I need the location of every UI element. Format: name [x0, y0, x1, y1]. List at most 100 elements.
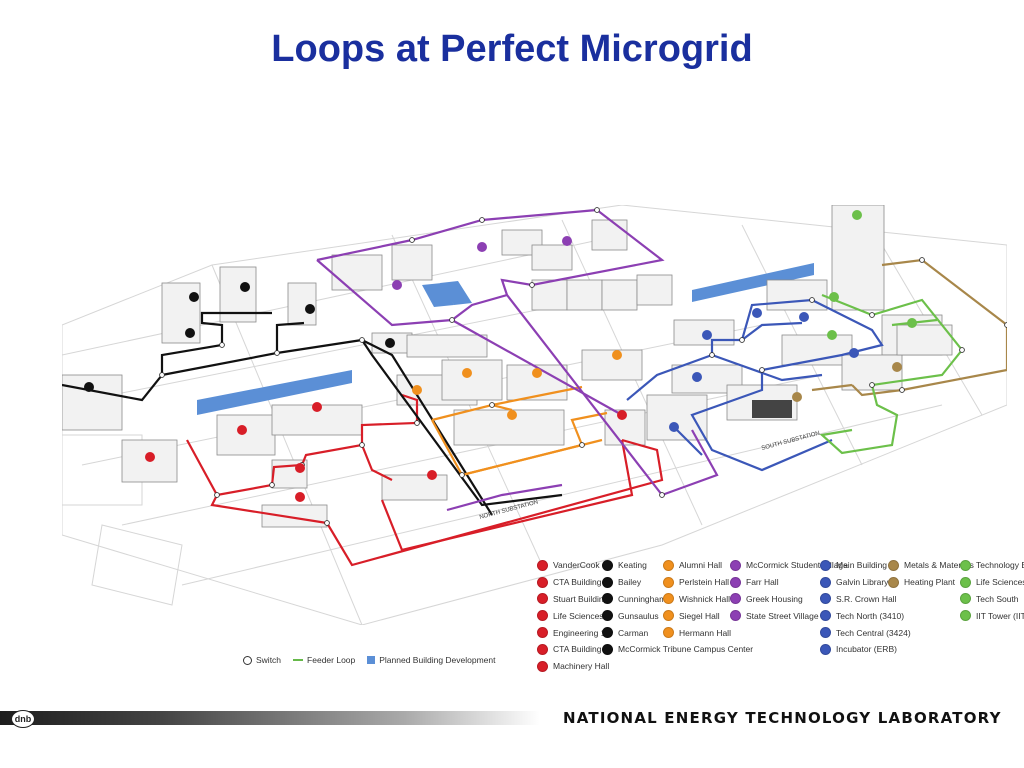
- legend-marker-icon: [663, 627, 674, 639]
- switch-legend-item: Switch: [243, 655, 281, 665]
- legend-marker-icon: [820, 593, 831, 605]
- building-markers: [84, 210, 917, 502]
- legend-marker-icon: [602, 576, 613, 588]
- legend-marker-icon: [960, 593, 971, 605]
- feeder-line-icon: [293, 659, 304, 661]
- legend-label: Life Sciences: [553, 610, 604, 621]
- legend-marker-icon: [602, 559, 613, 571]
- legend-marker-icon: [820, 643, 831, 655]
- legend-marker-icon: [537, 576, 548, 588]
- legend-marker-icon: [663, 610, 674, 622]
- footer-organization: NATIONAL ENERGY TECHNOLOGY LABORATORY: [563, 709, 1002, 727]
- legend-label: Alumni Hall: [679, 560, 722, 571]
- legend-marker-icon: [820, 627, 831, 639]
- legend-label: Machinery Hall: [553, 661, 610, 672]
- legend-label: Metals & Materials: [904, 560, 974, 571]
- legend-item: VanderCook: [537, 557, 609, 574]
- legend-marker-icon: [537, 627, 548, 639]
- legend-marker-icon: [820, 610, 831, 622]
- legend-item: McCormick Tribune Campus Center: [602, 641, 753, 658]
- page-title: Loops at Perfect Microgrid: [271, 28, 753, 70]
- legend-marker-icon: [537, 593, 548, 605]
- planned-buildings: [197, 263, 814, 415]
- campus-microgrid-map: NORTH SUBSTATION SOUTH SUBSTATION: [62, 205, 1007, 625]
- legend-label: Technology B: [976, 560, 1024, 571]
- legend-label: Heating Plant: [904, 577, 956, 588]
- legend-marker-icon: [537, 643, 548, 655]
- legend-marker-icon: [960, 576, 971, 588]
- legend-marker-icon: [730, 610, 741, 622]
- legend-label: VanderCook: [553, 560, 600, 571]
- legend-item: Wishnick Hall: [663, 591, 731, 608]
- planned-legend-label: Planned Building Development: [379, 655, 496, 665]
- legend-marker-icon: [730, 593, 741, 605]
- legend-item: Life Sciences: [960, 574, 1024, 591]
- legend-item: Technology B: [960, 557, 1024, 574]
- legend-label: Gunsaulus: [618, 610, 659, 621]
- legend-label: Siegel Hall: [679, 610, 720, 621]
- legend-marker-icon: [602, 643, 613, 655]
- legend-label: Cunningham: [618, 593, 667, 604]
- planned-legend-item: Planned Building Development: [367, 655, 496, 665]
- legend-item: Tech Central (3424): [820, 624, 911, 641]
- legend-item: Hermann Hall: [663, 624, 731, 641]
- legend-marker-icon: [888, 559, 899, 571]
- legend-label: Incubator (ERB): [836, 644, 897, 655]
- legend-label: CTA Building 1: [553, 577, 609, 588]
- legend-marker-icon: [820, 559, 831, 571]
- switch-symbol-icon: [243, 655, 252, 665]
- planned-building-icon: [367, 656, 376, 664]
- legend-label: Engineering 1: [553, 627, 606, 638]
- switch-legend-label: Switch: [256, 655, 282, 665]
- legend-item: Keating: [602, 557, 753, 574]
- legend-item: Bailey: [602, 574, 753, 591]
- legend-item: IIT Tower (IIT: [960, 607, 1024, 624]
- purple-feeder-loop: [316, 208, 719, 512]
- legend-marker-icon: [888, 576, 899, 588]
- legend-item: Main Building: [820, 557, 911, 574]
- legend-label: Tech Central (3424): [836, 627, 911, 638]
- legend-item: Alumni Hall: [663, 557, 731, 574]
- symbol-legend: Switch Feeder Loop Planned Building Deve…: [243, 655, 496, 665]
- legend-label: IIT Tower (IIT: [976, 610, 1024, 621]
- legend-label: McCormick Tribune Campus Center: [618, 644, 754, 655]
- legend-item: Machinery Hall: [537, 658, 609, 675]
- legend-item: Stuart Building: [537, 591, 609, 608]
- legend-marker-icon: [663, 559, 674, 571]
- legend-marker-icon: [960, 610, 971, 622]
- campus-buildings: [62, 205, 953, 528]
- legend-item: Carman: [602, 624, 753, 641]
- legend-marker-icon: [663, 576, 674, 588]
- legend-item: Cunningham: [602, 591, 753, 608]
- legend-item: CTA Building 1: [537, 574, 609, 591]
- footer-bar: [0, 711, 540, 725]
- legend-item: McCormick Student Village: [730, 557, 848, 574]
- legend-item: Incubator (ERB): [820, 641, 911, 658]
- legend-marker-icon: [663, 593, 674, 605]
- legend-label: Farr Hall: [746, 577, 779, 588]
- legend-label: Tech South: [976, 593, 1019, 604]
- feeder-legend-item: Feeder Loop: [293, 655, 355, 665]
- legend-label: Carman: [618, 627, 649, 638]
- switch-nodes: [159, 207, 1007, 526]
- legend-item: Heating Plant: [888, 574, 974, 591]
- feeder-legend-label: Feeder Loop: [307, 655, 356, 665]
- legend-item: Siegel Hall: [663, 607, 731, 624]
- legend-label: McCormick Student Village: [746, 560, 848, 571]
- legend-marker-icon: [602, 627, 613, 639]
- legend-marker-icon: [602, 593, 613, 605]
- legend-label: Main Building: [836, 560, 888, 571]
- legend-marker-icon: [820, 576, 831, 588]
- legend-label: Life Sciences: [976, 577, 1024, 588]
- legend-label: Bailey: [618, 577, 642, 588]
- legend-label: Stuart Building: [553, 593, 609, 604]
- legend-item: CTA Building 2: [537, 641, 609, 658]
- legend-label: Tech North (3410): [836, 610, 905, 621]
- red-feeder-loop: [186, 393, 664, 567]
- dark-building: [752, 400, 792, 418]
